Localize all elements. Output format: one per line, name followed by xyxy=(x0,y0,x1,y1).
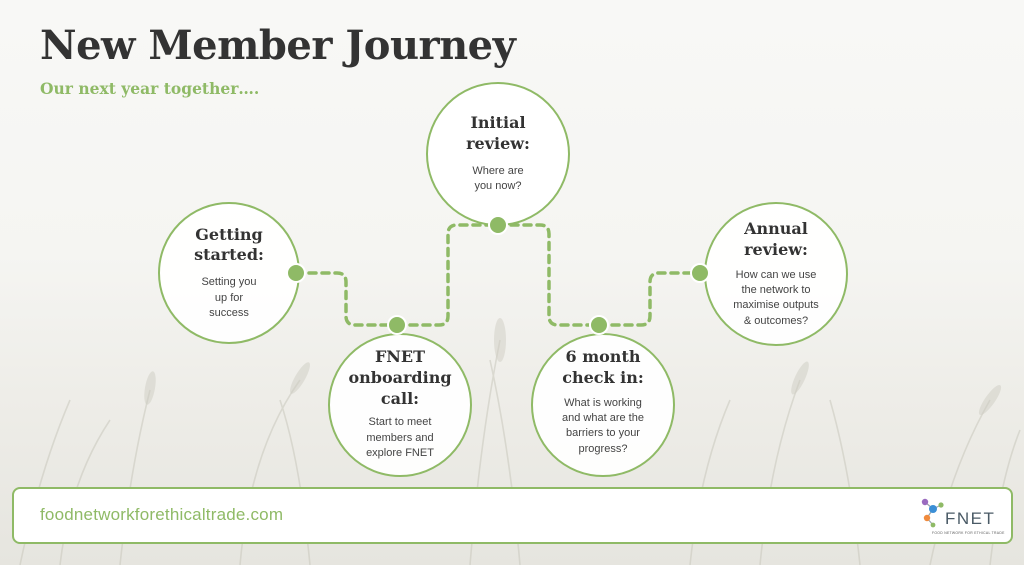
molecule-logo-icon xyxy=(921,498,944,528)
fnet-logo: FNET FOOD NETWORK FOR ETHICAL TRADE xyxy=(919,496,1004,540)
page-subtitle: Our next year together…. xyxy=(40,79,260,98)
node-initial-review xyxy=(488,215,508,235)
logo-wordmark: FNET xyxy=(945,509,996,528)
website-link[interactable]: foodnetworkforethicaltrade.com xyxy=(40,505,284,524)
stage-onboarding-call-desc: Start to meet members and explore FNET xyxy=(366,416,434,460)
stage-annual-review-desc: How can we use the network to maximise o… xyxy=(733,268,819,327)
node-annual-review xyxy=(690,263,710,283)
stage-initial-review-desc: Where are you now? xyxy=(472,164,524,193)
stage-onboarding-call: FNET onboarding call: Start to meet memb… xyxy=(328,333,472,477)
stage-6-month-check-in-title: 6 month check in: xyxy=(562,347,644,387)
stage-onboarding-call-title: FNET onboarding call: xyxy=(348,347,452,408)
node-onboarding-call xyxy=(387,315,407,335)
stage-getting-started-desc: Setting you up for success xyxy=(201,276,257,319)
connector-onboarding-to-initial-review xyxy=(395,223,500,327)
stage-initial-review-title: Initial review: xyxy=(466,113,530,154)
node-getting-started xyxy=(286,263,306,283)
stage-annual-review: Annual review: How can we use the networ… xyxy=(704,202,848,346)
stage-getting-started: Getting started: Setting you up for succ… xyxy=(158,202,300,344)
logo-tagline: FOOD NETWORK FOR ETHICAL TRADE xyxy=(932,531,1005,535)
page-title: New Member Journey xyxy=(40,22,516,69)
connector-getting-started-to-onboarding xyxy=(294,271,399,327)
stage-6-month-check-in: 6 month check in: What is working and wh… xyxy=(531,333,675,477)
connector-6-month-to-annual-review xyxy=(597,271,702,327)
stage-annual-review-title: Annual review: xyxy=(744,218,808,259)
footer-bar: foodnetworkforethicaltrade.com FNET FOOD… xyxy=(12,487,1013,544)
node-6-month-check-in xyxy=(589,315,609,335)
connector-initial-review-to-6-month xyxy=(496,223,601,327)
stage-6-month-check-in-desc: What is working and what are the barrier… xyxy=(562,396,644,455)
stage-initial-review: Initial review: Where are you now? xyxy=(426,82,570,226)
stage-getting-started-title: Getting started: xyxy=(194,224,264,265)
